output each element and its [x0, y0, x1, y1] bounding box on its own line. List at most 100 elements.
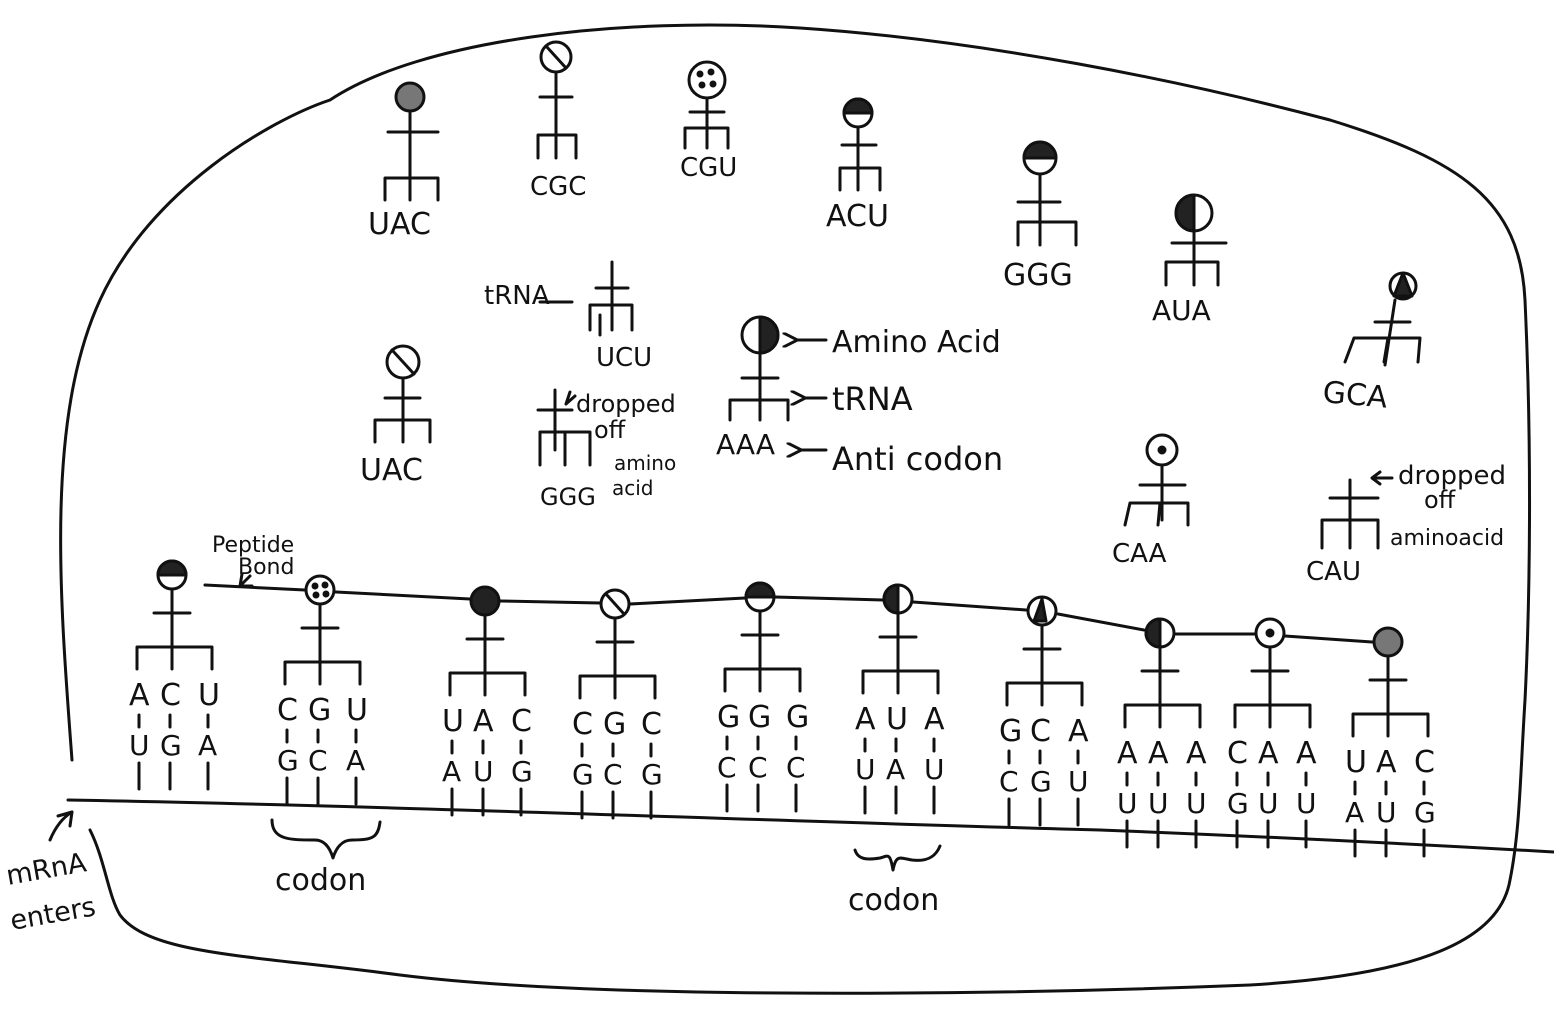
anticodon-base: A [1117, 736, 1138, 771]
mrna-enters-label-2: enters [8, 891, 98, 936]
dropped-off-note-2: dropped [1398, 461, 1506, 491]
codon-brace-1 [270, 818, 382, 860]
codon-base: A [1345, 796, 1364, 829]
anticodon-base: C [511, 704, 532, 739]
free-trna-4: ACU [826, 97, 889, 234]
dark-circle-icon [469, 585, 501, 617]
free-trna-anticodon: AUA [1152, 294, 1211, 327]
free-trna-anticodon: UCU [596, 343, 652, 373]
anticodon-base: U [346, 693, 368, 728]
anticodon-base: A [1068, 714, 1089, 749]
codon-base: U [473, 755, 494, 788]
codon-base: U [129, 729, 150, 762]
free-trna-10: GGG dropped off amino acid [536, 388, 676, 511]
codon-label-2: codon [848, 883, 939, 918]
anticodon-base: C [641, 707, 662, 742]
dropped-off-note-1: acid [612, 476, 654, 500]
codon-base: C [308, 744, 328, 777]
ribosome-outline [59, 23, 1532, 995]
codon-base: A [442, 755, 461, 788]
codon-base: C [748, 751, 768, 784]
free-trna-anticodon: CAU [1306, 557, 1361, 587]
anticodon-base: G [308, 693, 331, 728]
codon-base: G [1030, 765, 1052, 798]
codon-base: U [1148, 787, 1169, 820]
dropped-off-note-1: amino [614, 451, 676, 475]
codon-base: A [346, 744, 365, 777]
gray-dotted-circle-icon [394, 81, 426, 113]
gray-circle-icon [1372, 626, 1404, 658]
free-trna-anticodon: ACU [826, 199, 889, 234]
anticodon-base: C [1030, 714, 1051, 749]
trna-label: tRNA [484, 281, 550, 311]
anticodon-base: A [924, 702, 945, 737]
codon-base: C [786, 751, 806, 784]
free-trna-anticodon: CAA [1112, 539, 1167, 569]
codon-base: C [603, 758, 623, 791]
free-trna-3: CGU [680, 60, 737, 183]
anticodon-base: U [886, 702, 908, 737]
peptide-bond-label: Bond [238, 555, 294, 580]
codon-base: U [855, 753, 876, 786]
free-trna-9: UAC [360, 344, 432, 488]
free-trna-8: UCU tRNA [484, 260, 652, 373]
anticodon-base: C [1414, 745, 1435, 780]
mrna-strand [66, 798, 1554, 854]
peptide-chain: AUCGUACGGCUAUAAUCGCGGCCGGCGCGCAUUAAUGCCG… [129, 559, 1436, 858]
legend-trna: AAA Amino Acid tRNA Anti codon [716, 315, 1003, 478]
free-trna-12: CAU dropped off aminoacid [1306, 461, 1506, 587]
free-trna-1: UAC [368, 81, 440, 242]
anticodon-base: G [748, 700, 771, 735]
anticodon-base: U [198, 678, 220, 713]
peptide-bond-label: Peptide [212, 533, 294, 558]
codon-base: U [924, 753, 945, 786]
dotted-circle-icon [304, 574, 336, 606]
anticodon-base: G [999, 714, 1022, 749]
free-trna-2: CGC [530, 40, 586, 202]
free-trna-anticodon: GGG [1003, 258, 1073, 293]
dropped-off-note-1: off [594, 416, 626, 444]
free-trna-anticodon: CGC [530, 172, 586, 202]
mrna-enters-arrowhead [56, 810, 74, 828]
legend-amino-acid-label: Amino Acid [832, 325, 1001, 360]
codon-base: G [572, 758, 594, 791]
codon-base: C [717, 751, 737, 784]
anticodon-base: A [855, 702, 876, 737]
free-trna-6: AUA [1152, 193, 1228, 327]
anticodon-base: C [572, 707, 593, 742]
free-trna-anticodon: UAC [360, 453, 423, 488]
codon-base: U [1296, 787, 1317, 820]
codon-base: C [999, 765, 1019, 798]
codon-base: U [1068, 765, 1089, 798]
anticodon-base: C [277, 693, 298, 728]
codon-base: G [277, 744, 299, 777]
codon-base: A [198, 729, 217, 762]
anticodon-base: U [442, 704, 464, 739]
free-trna-5: GGG [1003, 140, 1078, 293]
anticodon-base: C [160, 678, 181, 713]
codon-base: U [1117, 787, 1138, 820]
legend-anticodon-label: Anti codon [832, 440, 1003, 478]
anticodon-base: A [1186, 736, 1207, 771]
codon-base: G [511, 755, 533, 788]
codon-base: G [1227, 787, 1249, 820]
legend-anticodon: AAA [716, 428, 775, 461]
anticodon-base: A [1376, 745, 1397, 780]
free-trna-anticodon: UAC [368, 207, 431, 242]
dropped-off-note-2: aminoacid [1390, 526, 1504, 551]
codon-base: G [1414, 796, 1436, 829]
codon-base: A [886, 753, 905, 786]
free-trna-anticodon: GCA [1321, 375, 1389, 416]
codon-base: G [160, 729, 182, 762]
free-trna-11: CAA [1112, 433, 1190, 569]
dropped-off-note-2: off [1424, 486, 1456, 514]
anticodon-base: U [1345, 745, 1367, 780]
